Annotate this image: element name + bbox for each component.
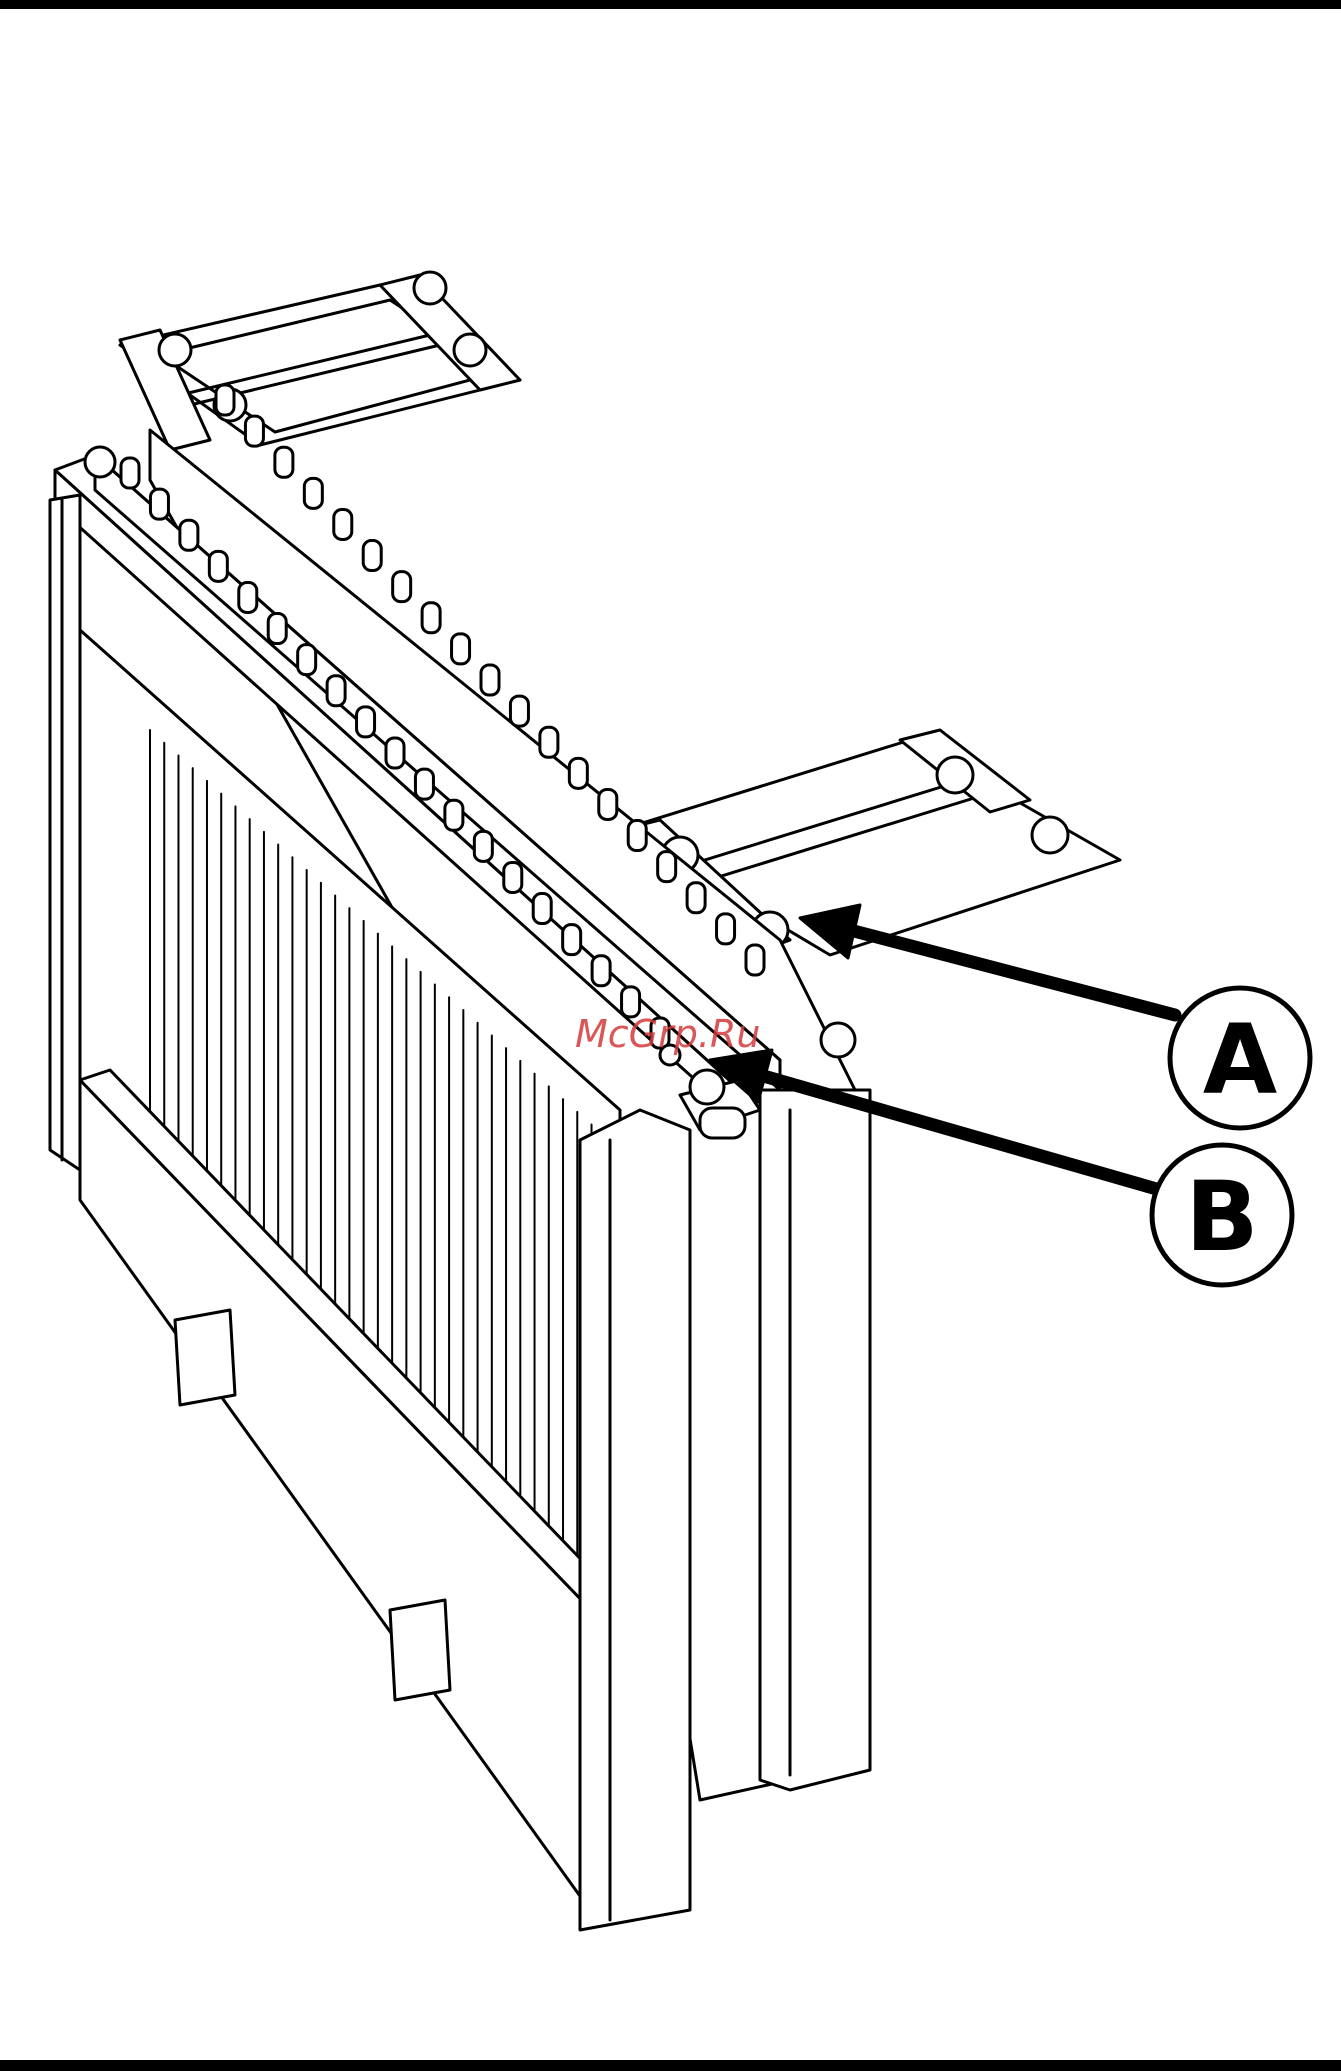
tank-bolt: [717, 914, 735, 944]
tank-bolt: [327, 676, 345, 706]
tank-bolt: [121, 458, 139, 488]
tank-bolt: [658, 852, 676, 882]
tank-bolt: [334, 509, 352, 539]
tank-bolt: [239, 582, 257, 612]
tank-bolt: [304, 478, 322, 508]
callout-a-label: A: [1203, 1004, 1277, 1116]
tank-bolt: [275, 447, 293, 477]
tank-bolt: [687, 883, 705, 913]
tank-bolt: [504, 862, 522, 892]
tank-bolt: [415, 769, 433, 799]
tank-bolt: [452, 634, 470, 664]
tank-bolt: [422, 603, 440, 633]
tank-bolt: [533, 894, 551, 924]
tank-bolt: [209, 551, 227, 581]
tank-bolt: [357, 707, 375, 737]
tank-bolt: [628, 821, 646, 851]
tank-bolt: [393, 572, 411, 602]
tank-bolt: [474, 831, 492, 861]
left-side-frame: [50, 495, 80, 1170]
upper-mounting-bracket: [120, 272, 520, 450]
tank-bolt: [540, 727, 558, 757]
tank-bolt: [510, 696, 528, 726]
tank-bolt: [386, 738, 404, 768]
tank-bolt: [268, 614, 286, 644]
tank-bolt: [445, 800, 463, 830]
tank-bolt: [746, 945, 764, 975]
tank-bolt: [481, 665, 499, 695]
callout-a: A: [800, 905, 1310, 1128]
tank-bolt: [599, 789, 617, 819]
bottom-rule: [0, 2060, 1341, 2071]
tank-bolt: [150, 489, 168, 519]
tank-bolt: [298, 645, 316, 675]
tank-bolt: [563, 925, 581, 955]
tank-bolt: [569, 758, 587, 788]
tank-bolt: [216, 385, 234, 415]
tank-bolt: [592, 956, 610, 986]
watermark-text: McGrp.Ru: [575, 1012, 760, 1056]
tank-bolt: [245, 416, 263, 446]
tank-bolt: [363, 541, 381, 571]
tank-bolt: [180, 520, 198, 550]
callout-b-label: B: [1185, 1161, 1258, 1273]
